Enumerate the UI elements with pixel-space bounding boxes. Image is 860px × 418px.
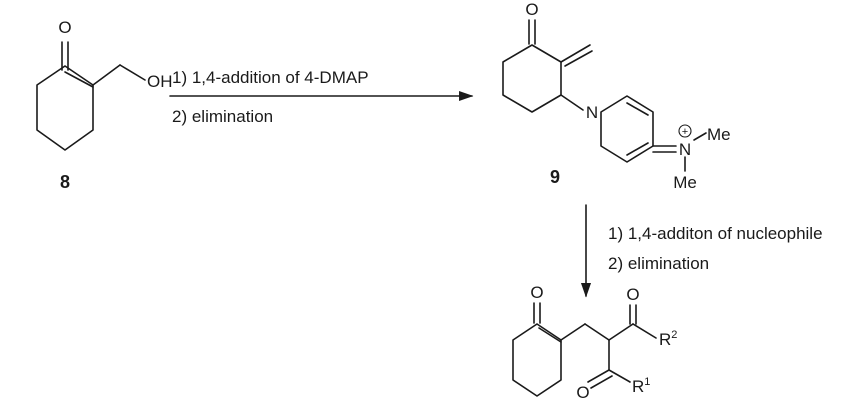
arrow-1-step-1: 1) 1,4-addition of 4-DMAP bbox=[172, 68, 369, 87]
compound-9-structure: + O N N Me Me 9 bbox=[502, 0, 731, 192]
compound-9-ring-nitrogen: N bbox=[586, 103, 598, 122]
reaction-arrow-1: 1) 1,4-addition of 4-DMAP 2) elimination bbox=[169, 68, 474, 126]
product-ketone-oxygen: O bbox=[530, 283, 543, 302]
arrow-2-step-2: 2) elimination bbox=[608, 254, 709, 273]
compound-8-label: 8 bbox=[60, 172, 70, 192]
charge-circle bbox=[678, 124, 692, 138]
compound-9-oxygen: O bbox=[525, 0, 538, 19]
compound-9-methyl-bottom: Me bbox=[673, 173, 697, 192]
product-acyl-oxygen-bottom: O bbox=[576, 383, 589, 402]
compound-9-label: 9 bbox=[550, 167, 560, 187]
compound-8-structure: O OH 8 bbox=[36, 18, 173, 192]
product-r1-group: R1 bbox=[632, 376, 650, 396]
arrow-2-step-1: 1) 1,4-additon of nucleophile bbox=[608, 224, 823, 243]
compound-9-methyl-top: Me bbox=[707, 125, 731, 144]
compound-9-positive-charge: + bbox=[682, 126, 688, 138]
reaction-arrow-2: 1) 1,4-additon of nucleophile 2) elimina… bbox=[580, 204, 823, 298]
compound-8-hydroxyl: OH bbox=[147, 72, 173, 91]
product-acyl-oxygen-top: O bbox=[626, 285, 639, 304]
compound-9-amine-nitrogen: N bbox=[679, 140, 691, 159]
product-structure: O O O R2 R1 bbox=[512, 283, 677, 402]
arrow-1-step-2: 2) elimination bbox=[172, 107, 273, 126]
product-r2-group: R2 bbox=[659, 329, 677, 349]
compound-8-oxygen: O bbox=[58, 18, 71, 37]
